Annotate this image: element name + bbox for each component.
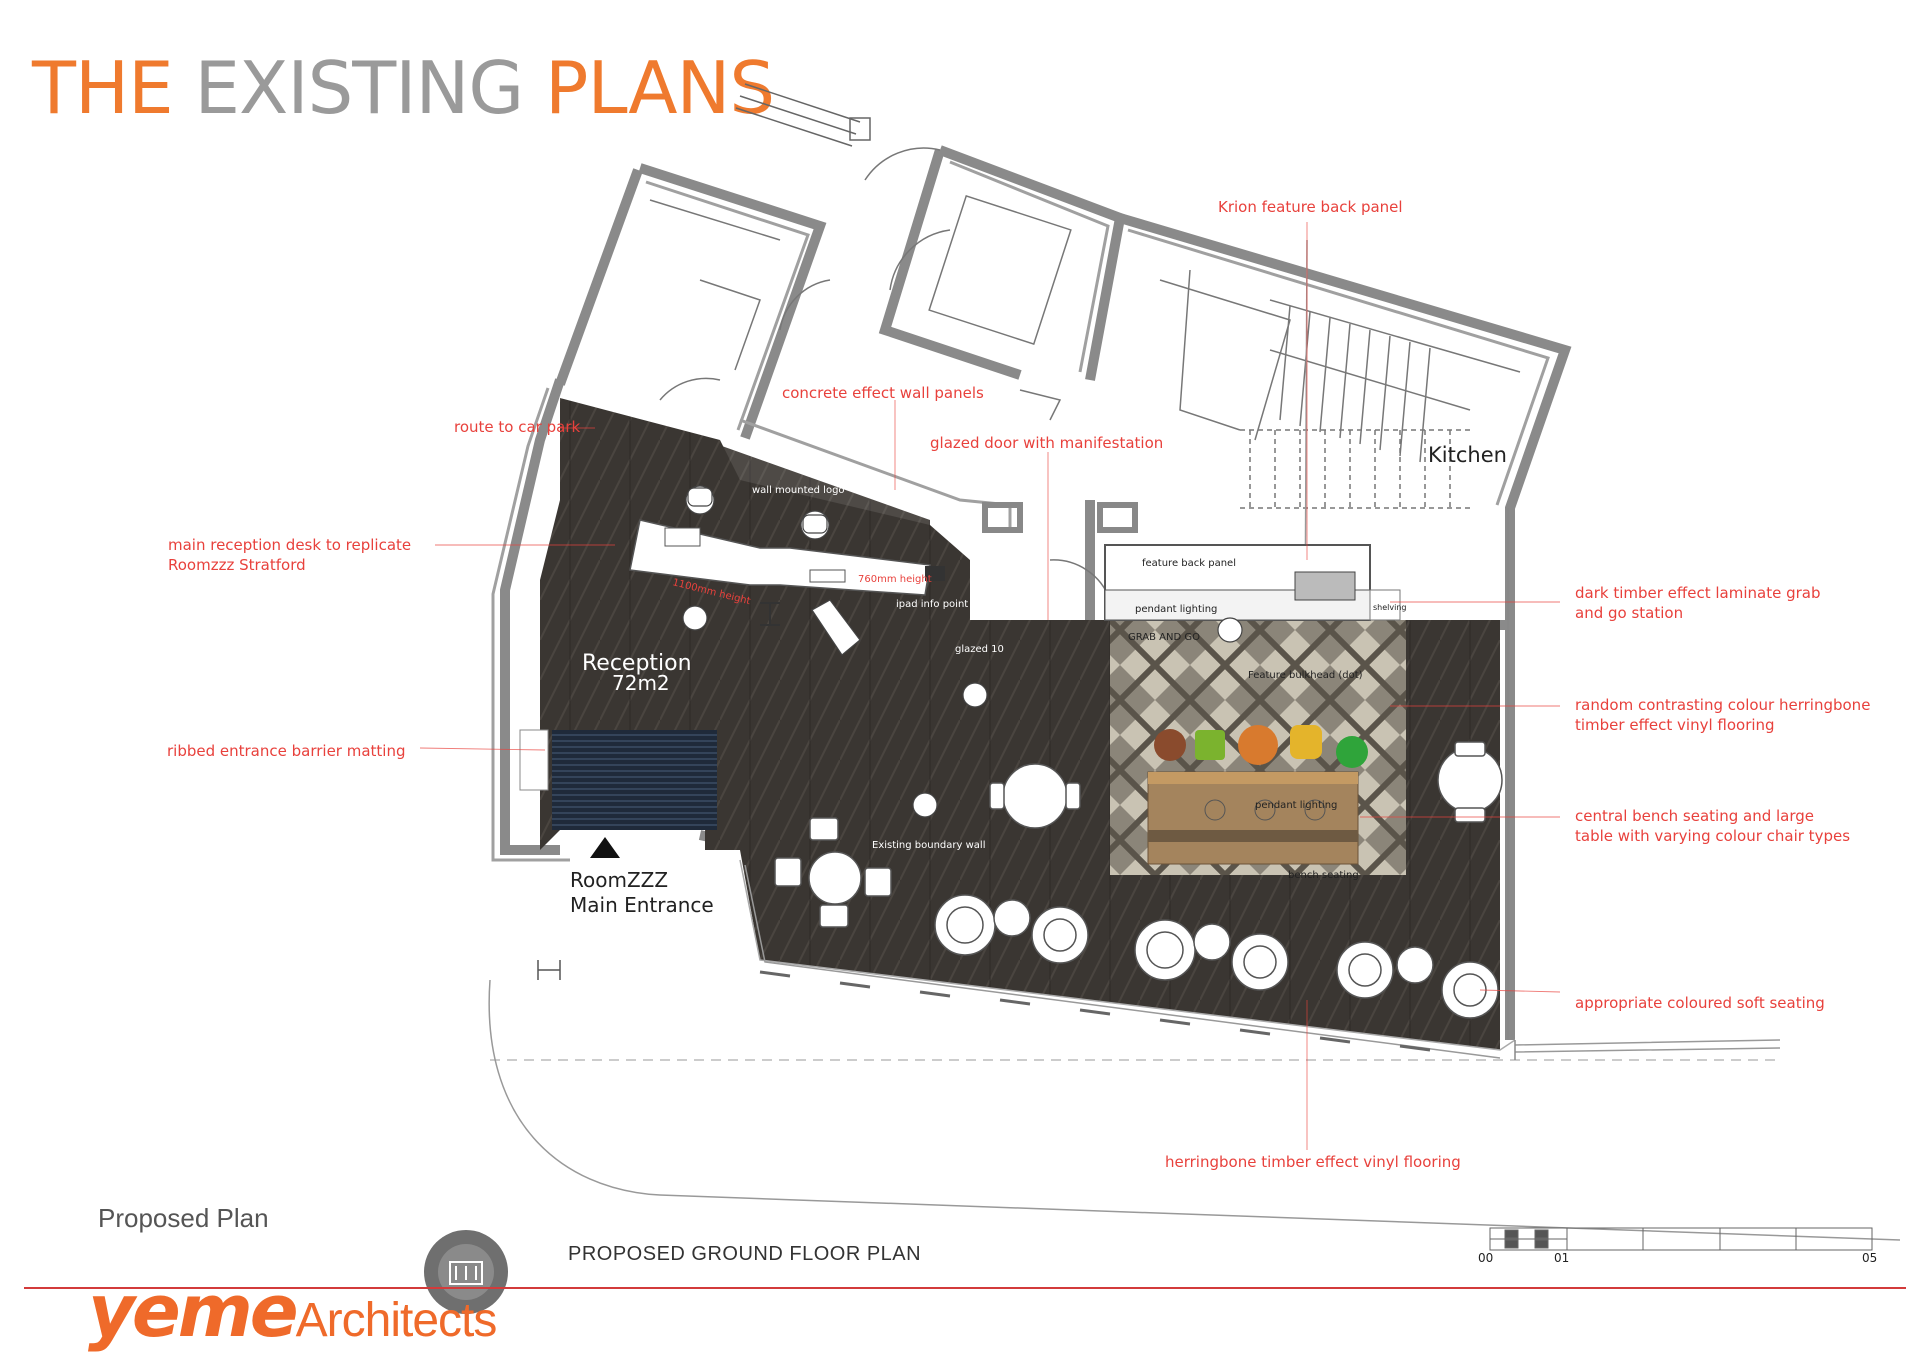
brand-name-bold: yeme bbox=[88, 1269, 299, 1353]
title-part2: EXISTING bbox=[194, 46, 525, 130]
divider-line bbox=[24, 1287, 1906, 1289]
round-tables bbox=[774, 741, 1503, 928]
note-bench-2: table with varying colour chair types bbox=[1575, 827, 1850, 845]
room-label-reception-area: 72m2 bbox=[612, 671, 670, 695]
note-barrier-matting: ribbed entrance barrier matting bbox=[167, 742, 406, 760]
note-reception-desk-2: Roomzzz Stratford bbox=[168, 556, 306, 574]
scale-bar bbox=[1489, 1227, 1873, 1251]
note-random-herringbone-1: random contrasting colour herringbone bbox=[1575, 696, 1870, 714]
room-label-reception: Reception bbox=[582, 651, 692, 676]
label-pendant-1: pendant lighting bbox=[1135, 604, 1217, 615]
bench-table bbox=[1147, 771, 1359, 865]
entrance-label-1: RoomZZZ bbox=[570, 868, 668, 892]
external-boundary bbox=[488, 508, 1901, 1241]
label-760mm: 760mm height bbox=[858, 574, 932, 585]
label-bulkhead: Feature bulkhead (dot) bbox=[1248, 670, 1363, 681]
entrance-label-2: Main Entrance bbox=[570, 893, 714, 917]
entrance-matting bbox=[552, 730, 717, 830]
note-concrete: concrete effect wall panels bbox=[782, 384, 984, 402]
room-outlines bbox=[649, 147, 1291, 601]
label-ipad: ipad info point bbox=[896, 599, 968, 610]
soft-seating bbox=[934, 894, 1499, 1019]
room-label-kitchen: Kitchen bbox=[1428, 443, 1507, 467]
note-herringbone: herringbone timber effect vinyl flooring bbox=[1165, 1153, 1461, 1171]
page-title: THE EXISTING PLANS bbox=[32, 52, 775, 124]
scale-label-00: 00 bbox=[1478, 1251, 1493, 1265]
brand-logo: yemeArchitects bbox=[88, 1275, 498, 1347]
riba-seal bbox=[424, 1230, 508, 1314]
entrance-wall-block bbox=[519, 729, 549, 791]
plan-title: PROPOSED GROUND FLOOR PLAN bbox=[568, 1243, 922, 1265]
label-pendant-2: pendant lighting bbox=[1255, 800, 1337, 811]
reception-desk bbox=[629, 519, 945, 596]
note-route: route to car park bbox=[454, 418, 580, 436]
coloured-chairs bbox=[1154, 725, 1368, 768]
note-reception-desk-1: main reception desk to replicate bbox=[168, 536, 411, 554]
leader-lines bbox=[419, 222, 1561, 1150]
subtitle: Proposed Plan bbox=[98, 1203, 269, 1233]
external-steps bbox=[735, 83, 871, 147]
label-wall-logo: wall mounted logo bbox=[752, 485, 845, 496]
title-part3: PLANS bbox=[545, 46, 775, 130]
scale-label-05: 05 bbox=[1862, 1251, 1877, 1265]
note-random-herringbone-2: timber effect vinyl flooring bbox=[1575, 716, 1775, 734]
note-dark-timber-1: dark timber effect laminate grab bbox=[1575, 584, 1821, 602]
brand-name-rest: Architects bbox=[295, 1294, 498, 1347]
label-boundary: Existing boundary wall bbox=[872, 840, 985, 851]
note-krion: Krion feature back panel bbox=[1218, 198, 1403, 216]
note-dark-timber-2: and go station bbox=[1575, 604, 1683, 622]
scale-label-01: 01 bbox=[1554, 1251, 1569, 1265]
note-glazed-door: glazed door with manifestation bbox=[930, 434, 1163, 452]
label-feature-back-panel: feature back panel bbox=[1142, 558, 1236, 569]
label-bench-seating: bench seating bbox=[1288, 870, 1359, 881]
note-bench-1: central bench seating and large bbox=[1575, 807, 1814, 825]
reception-i-beam-icon bbox=[760, 602, 780, 626]
title-part1: THE bbox=[32, 46, 174, 130]
label-shelving: shelving bbox=[1373, 603, 1407, 612]
entrance-arrow-icon bbox=[590, 837, 620, 858]
label-glazed: glazed 10 bbox=[955, 644, 1004, 655]
grab-and-go-counter bbox=[1104, 544, 1401, 621]
label-grab: GRAB AND GO bbox=[1128, 632, 1200, 643]
note-soft-seating: appropriate coloured soft seating bbox=[1575, 994, 1825, 1012]
window-marks bbox=[759, 970, 1431, 1052]
